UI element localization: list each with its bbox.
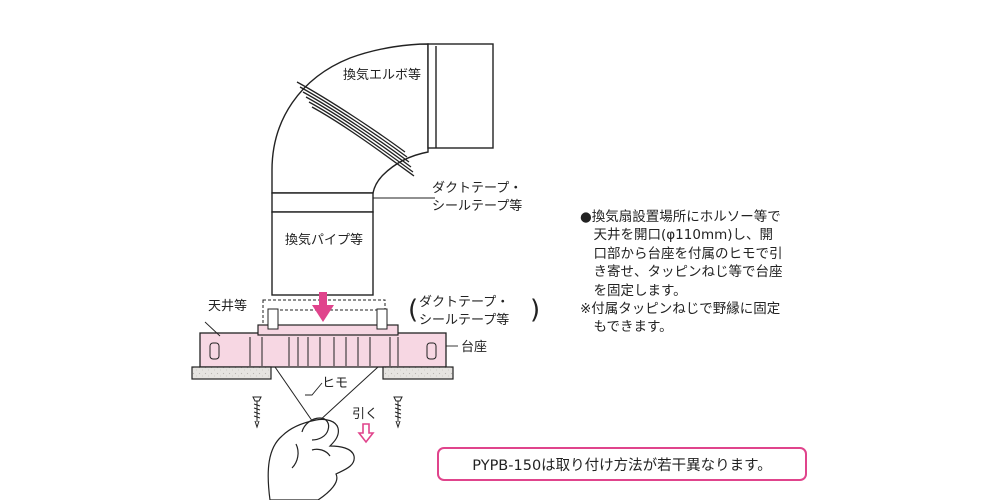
instructions-text: ●換気扇設置場所にホルソー等で 天井を開口(φ110mm)し、開 口部から台座を… (580, 208, 825, 337)
ceiling-right (382, 366, 454, 380)
instruction-line: 口部から台座を付属のヒモで引 (580, 245, 783, 262)
ceiling-left (191, 366, 272, 380)
pipe-illustration (271, 192, 374, 296)
note-box: PYPB-150は取り付け方法が若干異なります。 (437, 447, 807, 481)
close-paren: ) (530, 295, 540, 325)
tape-label-1-line2: シールテープ等 (432, 198, 522, 214)
hand-icon (267, 417, 355, 500)
string-lines (274, 366, 379, 426)
pipe-label: 換気パイプ等 (285, 232, 363, 248)
screw-left-icon (252, 396, 262, 429)
leader-lines (204, 197, 458, 396)
tape-label-2-line2: シールテープ等 (419, 312, 509, 328)
base-label: 台座 (461, 340, 487, 355)
open-paren: ( (408, 295, 418, 325)
instruction-line: 天井を開口(φ110mm)し、開 (580, 227, 774, 244)
base-illustration (199, 308, 447, 368)
note-text: PYPB-150は取り付け方法が若干異なります。 (472, 457, 772, 474)
instruction-line: き寄せ、タッピンねじ等で台座 (580, 264, 783, 281)
elbow-illustration (271, 43, 494, 194)
tape-label-2-line1: ダクトテープ・ (419, 295, 509, 310)
pull-arrow-icon (357, 423, 375, 444)
string-label: ヒモ (322, 376, 348, 391)
pull-label: 引く (352, 407, 378, 422)
instruction-line: もできます。 (580, 319, 673, 336)
insert-arrow-icon (312, 292, 334, 322)
screw-right-icon (393, 396, 403, 429)
instruction-line: を固定します。 (580, 282, 687, 299)
tape-label-1-line1: ダクトテープ・ (432, 181, 522, 196)
elbow-label: 換気エルボ等 (343, 67, 421, 83)
instruction-line: ●換気扇設置場所にホルソー等で (580, 209, 781, 225)
ceiling-label: 天井等 (208, 298, 247, 314)
instruction-line: ※付属タッピンねじで野縁に固定 (580, 301, 781, 318)
